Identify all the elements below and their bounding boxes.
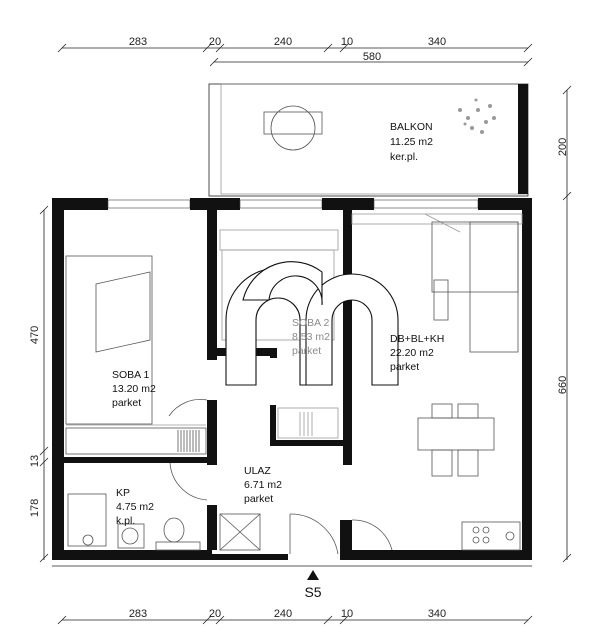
left-dim-3: 178 — [29, 499, 41, 517]
bottom-dim-4: 10 — [341, 608, 353, 620]
soba2-name: SOBA 2 — [292, 317, 330, 329]
arches — [225, 261, 399, 386]
soba1-furniture — [65, 255, 208, 455]
exterior-walls — [52, 198, 532, 567]
top-dim-5: 340 — [428, 36, 446, 48]
triangle-up-icon — [307, 570, 319, 580]
balkon-name: BALKON — [390, 121, 433, 133]
left-dim-1: 470 — [29, 326, 41, 344]
balcony: BALKON 11.25 m2 ker.pl. — [208, 83, 529, 197]
ulaz-name: ULAZ — [244, 465, 271, 477]
right-dimension-line: 200 660 — [557, 85, 572, 563]
soba1-name: SOBA 1 — [112, 369, 150, 381]
top-dim-3: 240 — [274, 36, 292, 48]
ulaz-area: 6.71 m2 — [244, 479, 282, 491]
soba1-floor: parket — [112, 397, 141, 409]
soba2-area: 8.53 m2 — [292, 331, 330, 343]
balcony-width-dimension: 580 — [209, 51, 533, 67]
dbblkh-floor: parket — [390, 361, 419, 373]
dbblkh-area: 22.20 m2 — [390, 347, 434, 359]
section-marker: S5 — [304, 570, 322, 600]
bottom-dim-3: 240 — [274, 608, 292, 620]
top-dimension-line: 283 20 240 10 340 — [57, 36, 533, 53]
left-dim-2: 13 — [29, 455, 41, 467]
kp-floor: k.pl. — [116, 515, 135, 527]
plant-icon — [458, 98, 496, 134]
balkon-floor: ker.pl. — [390, 151, 418, 163]
bottom-dim-2: 20 — [209, 608, 221, 620]
top-dim-2: 20 — [209, 36, 221, 48]
balkon-area: 11.25 m2 — [390, 136, 433, 148]
balcony-depth-label: 200 — [557, 138, 569, 156]
soba2-floor: parket — [292, 345, 321, 357]
section-marker-label: S5 — [304, 584, 321, 600]
top-dim-4: 10 — [341, 36, 353, 48]
kp-fixtures — [67, 462, 208, 551]
bottom-dimension-line: 283 20 240 10 340 — [57, 608, 533, 625]
kp-name: KP — [116, 487, 130, 499]
kp-area: 4.75 m2 — [116, 501, 154, 513]
dbblkh-name: DB+BL+KH — [390, 333, 444, 345]
right-dim-label: 660 — [557, 376, 569, 394]
top-dim-1: 283 — [129, 36, 147, 48]
living-furniture — [351, 213, 523, 551]
ulaz-floor: parket — [244, 493, 273, 505]
left-dimension-line: 470 13 178 — [29, 205, 49, 563]
balcony-width-label: 580 — [363, 51, 381, 63]
bottom-dim-5: 340 — [428, 608, 446, 620]
ulaz-fixtures — [219, 513, 339, 555]
soba1-area: 13.20 m2 — [112, 383, 156, 395]
bottom-dim-1: 283 — [129, 608, 147, 620]
